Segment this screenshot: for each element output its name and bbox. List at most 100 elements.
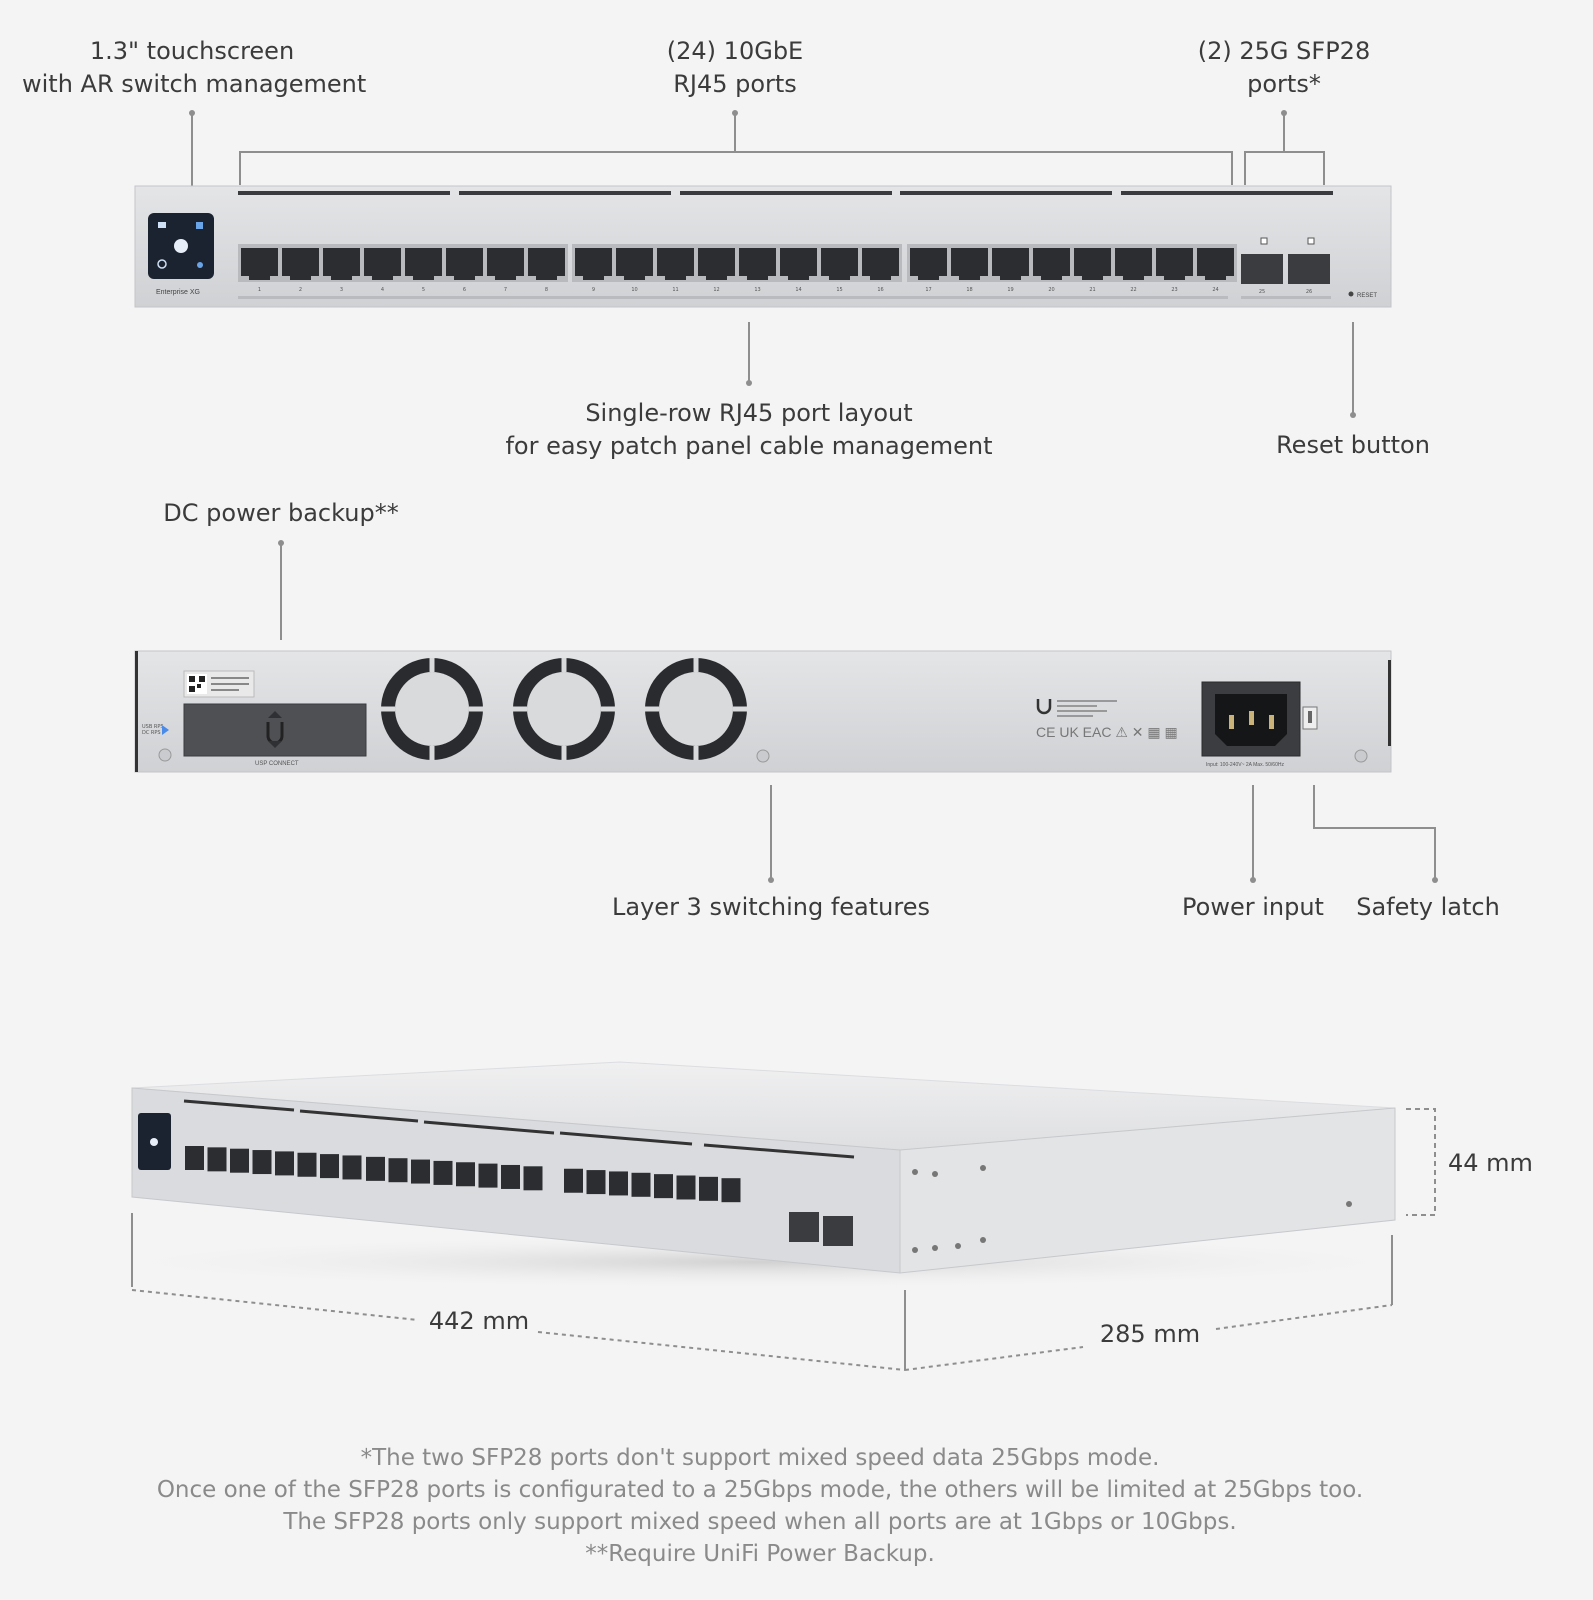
reset-button-label: Reset button xyxy=(1263,429,1443,462)
perspective-rj45-port xyxy=(699,1176,718,1201)
rj45-ports-label: (24) 10GbE RJ45 ports xyxy=(625,35,845,101)
perspective-rj45-port xyxy=(501,1164,520,1189)
svg-text:DC RPS: DC RPS xyxy=(142,730,161,736)
perspective-port-row xyxy=(185,1146,741,1203)
sfp-port-number: 25 xyxy=(1259,289,1265,295)
port-number: 8 xyxy=(545,287,548,293)
port-number: 10 xyxy=(631,287,637,293)
rj45-port xyxy=(1156,248,1193,280)
rj45-port xyxy=(698,248,735,280)
qr-label xyxy=(183,670,255,698)
front-vents xyxy=(238,191,1333,195)
safety-latch xyxy=(1302,706,1318,730)
port-number: 24 xyxy=(1212,287,1218,293)
led-indicators: USB RPS DC RPS xyxy=(142,724,172,762)
rj45-port xyxy=(1197,248,1234,280)
perspective-rj45-port xyxy=(564,1168,583,1193)
perspective-rj45-port xyxy=(366,1156,385,1181)
perspective-rj45-port xyxy=(456,1162,475,1187)
port-number: 14 xyxy=(795,287,801,293)
port-number: 19 xyxy=(1007,287,1013,293)
port-number: 13 xyxy=(754,287,760,293)
rj45-port xyxy=(405,248,442,280)
port-number: 3 xyxy=(340,287,343,293)
port-number: 17 xyxy=(925,287,931,293)
perspective-rj45-port xyxy=(230,1148,249,1173)
perspective-rj45-port xyxy=(631,1172,651,1197)
port-number: 9 xyxy=(592,287,595,293)
rj45-port xyxy=(364,248,401,280)
rj45-port xyxy=(528,248,565,280)
perspective-rj45-port xyxy=(676,1175,696,1200)
perspective-rj45-port xyxy=(252,1150,272,1175)
port-number: 18 xyxy=(966,287,972,293)
rj45-port xyxy=(323,248,360,280)
rj45-port xyxy=(992,248,1029,280)
port-number: 16 xyxy=(877,287,883,293)
perspective-side-face xyxy=(899,1107,1396,1274)
rj45-port xyxy=(1115,248,1152,280)
perspective-rj45-port xyxy=(433,1160,453,1185)
port-number: 6 xyxy=(463,287,466,293)
rj45-port xyxy=(1074,248,1111,280)
footnote-sfp-25g-limit: Once one of the SFP28 ports is configura… xyxy=(156,1477,1364,1503)
rj45-port xyxy=(910,248,947,280)
perspective-rj45-port xyxy=(388,1158,408,1183)
rj45-port xyxy=(862,248,899,280)
svg-text:USP CONNECT: USP CONNECT xyxy=(255,761,299,767)
perspective-rj45-port xyxy=(320,1154,339,1179)
svg-text:USB RPS: USB RPS xyxy=(142,724,164,730)
sfp-port-number: 26 xyxy=(1306,289,1312,295)
footnote-sfp-mixed-support: The SFP28 ports only support mixed speed… xyxy=(283,1509,1237,1535)
depth-dimension: 285 mm xyxy=(1086,1318,1214,1351)
rj45-label-line2: RJ45 ports xyxy=(673,70,797,98)
port-layout-label-line1: Single-row RJ45 port layout xyxy=(585,399,913,427)
port-number: 1 xyxy=(258,287,261,293)
svg-text:CE UK EAC ⚠ ✕ ▦ ▦: CE UK EAC ⚠ ✕ ▦ ▦ xyxy=(1036,724,1178,740)
port-number: 11 xyxy=(672,287,678,293)
rj45-port xyxy=(282,248,319,280)
usp-connect-port: USP CONNECT xyxy=(183,703,367,767)
rj45-port xyxy=(657,248,694,280)
rj45-port xyxy=(821,248,858,280)
rj45-port xyxy=(951,248,988,280)
dimension-lines xyxy=(131,1108,1436,1371)
port-number: 4 xyxy=(381,287,384,293)
touchscreen-display xyxy=(148,213,214,279)
reset-label: RESET xyxy=(1357,293,1377,299)
compliance-label: CE UK EAC ⚠ ✕ ▦ ▦ xyxy=(1036,699,1178,740)
touchscreen-label-line2: with AR switch management xyxy=(22,70,367,98)
port-number: 5 xyxy=(422,287,425,293)
touchscreen-label-line1: 1.3" touchscreen xyxy=(89,37,295,65)
safety-latch-label: Safety latch xyxy=(1345,891,1511,924)
perspective-rj45-port xyxy=(342,1155,362,1180)
rj45-port xyxy=(446,248,483,280)
power-input-label: Power input xyxy=(1170,891,1336,924)
port-number: 20 xyxy=(1048,287,1054,293)
rj45-port xyxy=(616,248,653,280)
port-number: 21 xyxy=(1089,287,1095,293)
layer3-text: Layer 3 switching features xyxy=(612,893,930,921)
port-layout-label: Single-row RJ45 port layout for easy pat… xyxy=(494,397,1004,463)
rj45-port xyxy=(487,248,524,280)
sfp-label-line2: ports* xyxy=(1247,70,1321,98)
port-number: 12 xyxy=(713,287,719,293)
perspective-rj45-port xyxy=(586,1170,606,1195)
rj45-port xyxy=(780,248,817,280)
perspective-rj45-port xyxy=(478,1163,498,1188)
height-dimension: 44 mm xyxy=(1448,1147,1568,1180)
rear-view: USP CONNECT USB RPS DC RPS xyxy=(134,540,1438,883)
reset-button-text: Reset button xyxy=(1276,431,1430,459)
rj45-port xyxy=(739,248,776,280)
perspective-rj45-port xyxy=(275,1151,294,1176)
footnote-power-backup: **Require UniFi Power Backup. xyxy=(585,1541,935,1567)
rj45-port xyxy=(1033,248,1070,280)
rj45-port xyxy=(575,248,612,280)
rj45-label-line1: (24) 10GbE xyxy=(666,37,804,65)
layer3-label: Layer 3 switching features xyxy=(610,891,932,924)
width-dimension: 442 mm xyxy=(420,1305,538,1338)
rj45-port xyxy=(241,248,278,280)
